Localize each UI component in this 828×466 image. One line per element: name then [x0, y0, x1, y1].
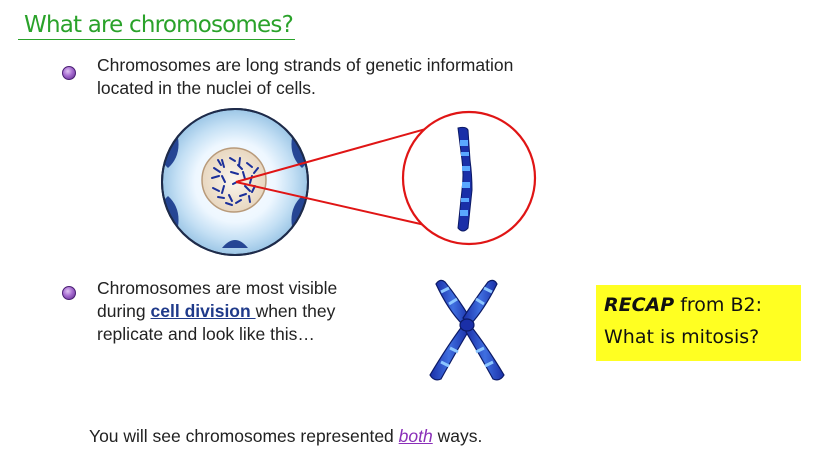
footer-prefix: You will see chromosomes represented: [89, 426, 399, 446]
bullet-2-line-3: replicate and look like this…: [97, 324, 315, 344]
bullet-2-line-2-prefix: during: [97, 301, 151, 321]
bullet-orb-icon: [62, 286, 76, 300]
slide-title: What are chromosomes?: [18, 12, 295, 40]
recap-bold: RECAP: [604, 294, 675, 316]
recap-line-2: What is mitosis?: [604, 326, 760, 348]
bullet-orb-icon: [62, 66, 76, 80]
bullet-1-text: Chromosomes are long strands of genetic …: [97, 54, 513, 100]
zoom-lines: [235, 124, 441, 226]
magnified-chromosome-icon: [401, 110, 537, 246]
recap-line-1-rest: from B2:: [674, 294, 763, 316]
footer-emphasis: both: [398, 426, 433, 446]
recap-box: RECAP from B2: What is mitosis?: [596, 285, 801, 361]
bullet-1-line-1: Chromosomes are long strands of genetic …: [97, 55, 514, 75]
recap-line-1: RECAP from B2:: [604, 289, 801, 321]
bullet-2-line-1: Chromosomes are most visible: [97, 278, 338, 298]
footer-text: You will see chromosomes represented bot…: [89, 426, 482, 447]
bullet-1-line-2: located in the nuclei of cells.: [97, 78, 316, 98]
cell-nucleus-icon: [161, 108, 309, 256]
footer-suffix: ways.: [432, 426, 483, 446]
bullet-2-line-2-suffix: when they: [255, 301, 336, 321]
bullet-2-line-2: during cell division when they: [97, 300, 337, 323]
cell-division-link[interactable]: cell division: [150, 301, 256, 321]
x-chromosome-icon: [429, 279, 505, 381]
bullet-2-text: Chromosomes are most visible during cell…: [97, 277, 337, 346]
